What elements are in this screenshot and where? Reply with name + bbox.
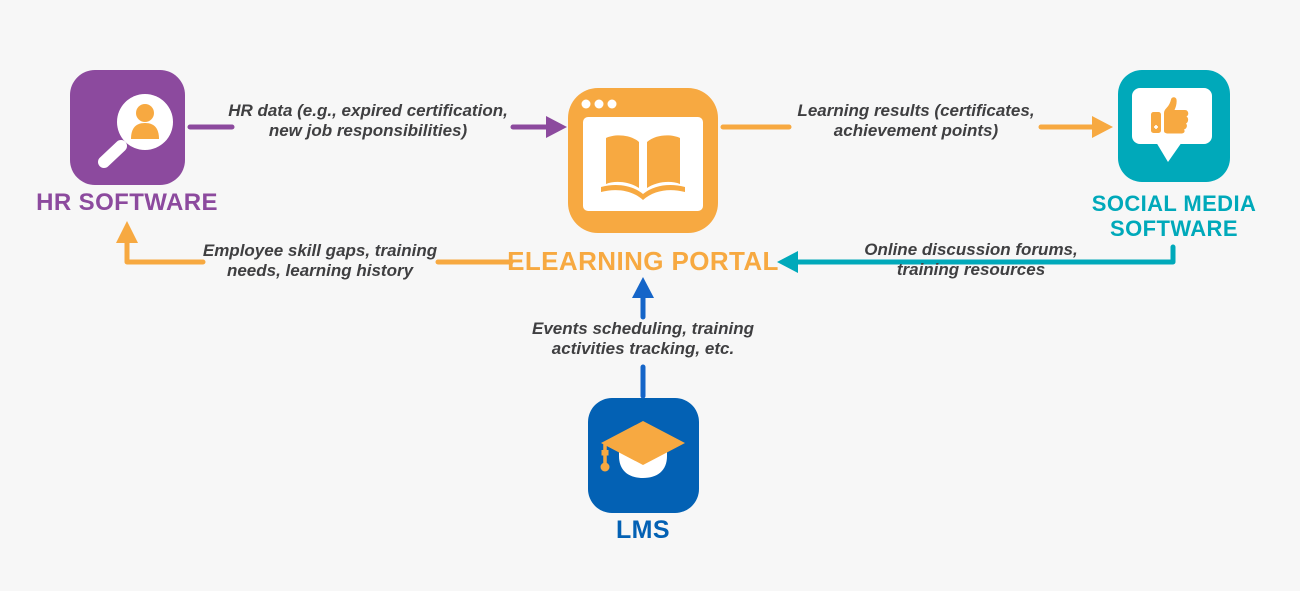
social-media-software-label: SOCIAL MEDIA SOFTWARE <box>1092 191 1257 241</box>
hr-software-magnifier-person-icon <box>70 70 185 185</box>
flow-3-line-2: needs, learning history <box>226 261 414 280</box>
flow-5-line-2: activities tracking, etc. <box>551 339 735 358</box>
tassel-glyph <box>600 444 610 472</box>
social-label-line-2: SOFTWARE <box>1110 216 1238 241</box>
flow-label-online-discussion: Online discussion forums, training resou… <box>864 240 1077 280</box>
flow-1-line-1: HR data (e.g., expired certification, <box>228 101 508 120</box>
elearning-portal-label: ELEARNING PORTAL <box>507 246 779 276</box>
flow-label-hr-data: HR data (e.g., expired certification, ne… <box>228 101 508 141</box>
flow-4-line-1: Online discussion forums, <box>864 240 1078 259</box>
thumbs-up-glyph <box>1151 97 1189 134</box>
flow-label-employee-skill-gaps: Employee skill gaps, training needs, lea… <box>203 241 437 281</box>
flow-1-line-2: new job responsibilities) <box>268 121 468 140</box>
flow-label-events-scheduling: Events scheduling, training activities t… <box>532 319 754 359</box>
elearning-portal-browser-book-icon <box>568 88 718 233</box>
flow-3-line-1: Employee skill gaps, training <box>202 241 438 260</box>
flow-4-line-2: training resources <box>896 260 1046 279</box>
lms-label: LMS <box>616 516 670 544</box>
hr-software-label: HR SOFTWARE <box>36 189 218 216</box>
flow-label-learning-results: Learning results (certificates, achievem… <box>797 101 1034 141</box>
flow-2-line-1: Learning results (certificates, <box>797 101 1035 120</box>
flow-5-line-1: Events scheduling, training <box>532 319 754 338</box>
social-media-thumbs-up-icon <box>1118 70 1230 182</box>
open-book-glyph <box>601 135 685 200</box>
social-label-line-1: SOCIAL MEDIA <box>1091 191 1257 216</box>
flow-2-line-2: achievement points) <box>833 121 999 140</box>
lms-graduation-cap-icon <box>588 398 699 513</box>
